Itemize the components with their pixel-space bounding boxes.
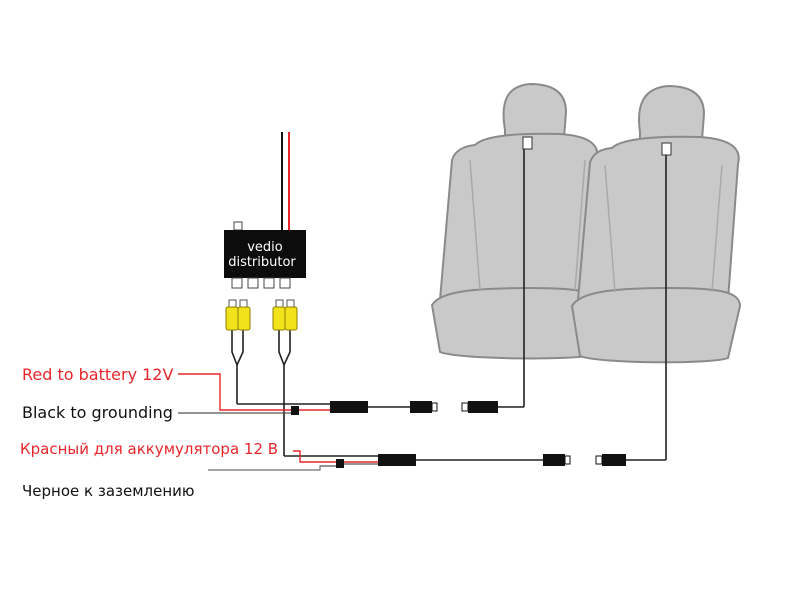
label-black-ground-ru: Черное к заземлению	[22, 482, 195, 500]
connector-upper-main	[330, 401, 368, 413]
label-red-battery-ru: Красный для аккумулятора 12 В	[20, 440, 279, 458]
distributor-label-line1: vedio	[247, 240, 283, 255]
seat-left	[431, 83, 601, 360]
video-distributor-box: vedio distributor	[224, 221, 306, 289]
label-red-battery-en: Red to battery 12V	[22, 365, 174, 384]
connector-upper-socket	[461, 401, 498, 413]
rca-plug-pair-left	[225, 299, 251, 331]
distributor-label-line2: distributor	[228, 255, 296, 270]
headrest-mount-right	[661, 142, 672, 156]
fuse-upper	[291, 406, 299, 415]
connector-lower-plug	[543, 454, 571, 466]
fuse-lower	[336, 459, 344, 468]
connector-lower-main	[378, 454, 416, 466]
seat-right	[571, 85, 741, 364]
connector-upper-plug	[410, 401, 438, 413]
label-black-ground-en: Black to grounding	[22, 403, 173, 422]
headrest-mount-left	[522, 136, 533, 150]
rca-plug-pair-right	[272, 299, 298, 331]
connector-lower-socket	[595, 454, 626, 466]
